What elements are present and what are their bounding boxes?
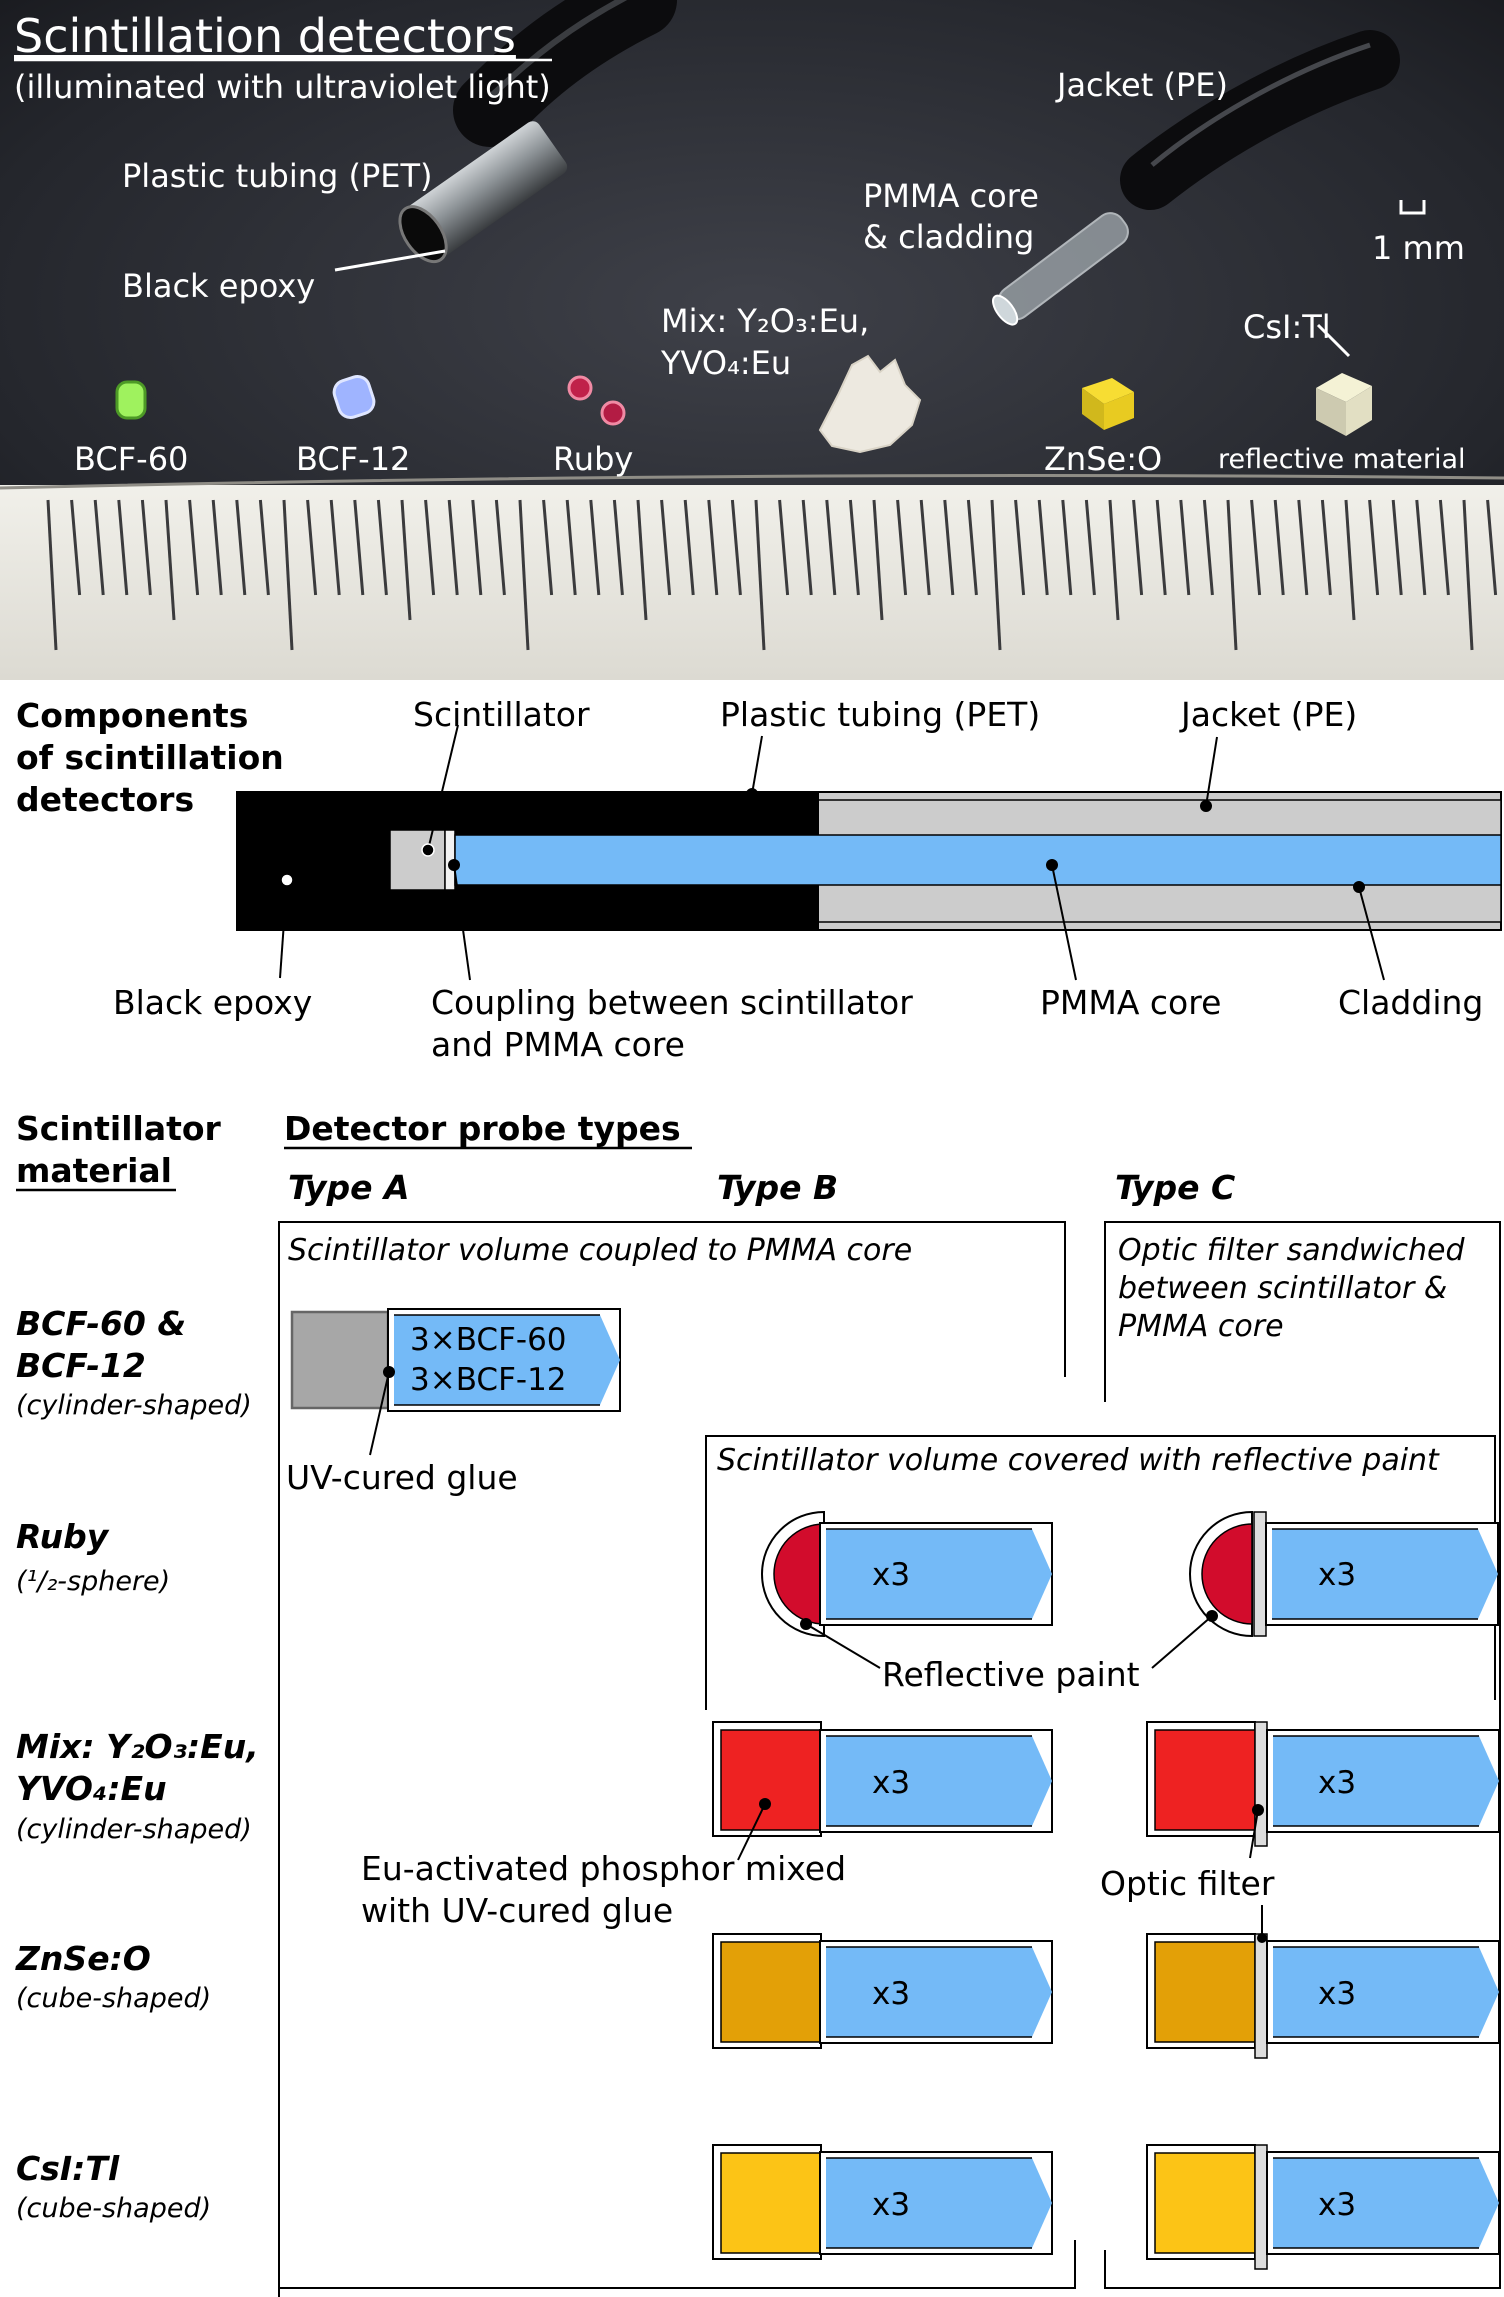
label-coupling-line2: and PMMA core bbox=[431, 1025, 685, 1064]
znse-b-count: x3 bbox=[872, 1976, 910, 2012]
mix-b-count: x3 bbox=[872, 1765, 910, 1801]
bcf60-count: 3×BCF-60 bbox=[410, 1322, 567, 1358]
box-filter-label-line3: PMMA core bbox=[1118, 1309, 1284, 1344]
material-ruby-shape: (¹/₂-sphere) bbox=[16, 1566, 170, 1597]
bcf-scintillator bbox=[292, 1312, 388, 1408]
csi-c-count: x3 bbox=[1318, 2187, 1356, 2223]
znse-c-count: x3 bbox=[1318, 1976, 1356, 2012]
label-scale: 1 mm bbox=[1372, 229, 1465, 267]
label-znse-photo: ZnSe:O bbox=[1044, 440, 1162, 478]
csi-b-count: x3 bbox=[872, 2187, 910, 2223]
label-black-epoxy-photo: Black epoxy bbox=[122, 267, 315, 305]
material-csi-shape: (cube-shaped) bbox=[16, 2193, 211, 2224]
sample-ruby-1 bbox=[569, 377, 591, 399]
material-csi: CsI:Tl bbox=[16, 2149, 120, 2188]
material-header-line1: Scintillator bbox=[16, 1109, 222, 1148]
label-pmma-core-line2: & cladding bbox=[863, 218, 1034, 256]
material-ruby: Ruby bbox=[16, 1517, 110, 1556]
label-reflective-material: reflective material bbox=[1218, 444, 1466, 475]
material-mix-line1: Mix: Y₂O₃:Eu, bbox=[16, 1727, 259, 1766]
photo-subtitle: (illuminated with ultraviolet light) bbox=[14, 68, 551, 106]
label-bcf60-photo: BCF-60 bbox=[74, 440, 188, 478]
photo-title: Scintillation detectors bbox=[14, 9, 516, 63]
box-reflective-label: Scintillator volume covered with reflect… bbox=[717, 1443, 1440, 1478]
label-phosphor-line1: Eu-activated phosphor mixed bbox=[361, 1849, 846, 1888]
material-bcf-line1: BCF-60 & bbox=[16, 1304, 186, 1343]
types-header: Detector probe types bbox=[284, 1109, 681, 1148]
sample-ruby-2 bbox=[602, 402, 624, 424]
label-black-epoxy: Black epoxy bbox=[113, 983, 312, 1022]
label-plastic-tubing: Plastic tubing (PET) bbox=[720, 695, 1040, 734]
label-csi-photo: CsI:Tl bbox=[1243, 308, 1331, 346]
box-filter-label-line2: between scintillator & bbox=[1118, 1271, 1447, 1306]
label-plastic-tubing-photo: Plastic tubing (PET) bbox=[122, 157, 433, 195]
label-scintillator: Scintillator bbox=[413, 695, 590, 734]
ruby-b-count: x3 bbox=[872, 1557, 910, 1593]
label-cladding: Cladding bbox=[1338, 983, 1483, 1022]
label-pmma-core-line1: PMMA core bbox=[863, 177, 1039, 215]
material-znse-shape: (cube-shaped) bbox=[16, 1983, 211, 2014]
label-jacket-photo: Jacket (PE) bbox=[1055, 66, 1228, 104]
label-jacket: Jacket (PE) bbox=[1179, 695, 1357, 734]
type-c-header: Type C bbox=[1115, 1168, 1235, 1207]
bcf12-count: 3×BCF-12 bbox=[410, 1362, 567, 1398]
label-pmma-core: PMMA core bbox=[1040, 983, 1221, 1022]
type-b-header: Type B bbox=[717, 1168, 838, 1207]
diagram-panel: Components of scintillation detectors Sc… bbox=[0, 680, 1504, 2297]
box-coupled-label: Scintillator volume coupled to PMMA core bbox=[288, 1233, 912, 1268]
label-bcf12-photo: BCF-12 bbox=[296, 440, 410, 478]
sample-bcf60 bbox=[117, 382, 145, 418]
material-bcf-line2: BCF-12 bbox=[16, 1346, 146, 1385]
mix-c-count: x3 bbox=[1318, 1765, 1356, 1801]
material-bcf-shape: (cylinder-shaped) bbox=[16, 1390, 252, 1421]
material-mix-shape: (cylinder-shaped) bbox=[16, 1814, 252, 1845]
label-mix-line1-photo: Mix: Y₂O₃:Eu, bbox=[661, 302, 869, 340]
label-phosphor-line2: with UV-cured glue bbox=[361, 1891, 673, 1930]
box-filter-label-line1: Optic filter sandwiched bbox=[1118, 1233, 1465, 1268]
scintillator-element bbox=[390, 830, 445, 890]
material-znse: ZnSe:O bbox=[15, 1939, 151, 1978]
photo-panel: Scintillation detectors (illuminated wit… bbox=[0, 0, 1504, 680]
label-mix-line2-photo: YVO₄:Eu bbox=[660, 344, 791, 382]
label-optic-filter: Optic filter bbox=[1100, 1864, 1275, 1903]
components-title-line2: of scintillation bbox=[16, 738, 284, 777]
ruby-c-count: x3 bbox=[1318, 1557, 1356, 1593]
pmma-core-element bbox=[455, 835, 1501, 885]
label-ruby-photo: Ruby bbox=[553, 440, 633, 478]
material-mix-line2: YVO₄:Eu bbox=[16, 1769, 167, 1808]
label-uv-glue: UV-cured glue bbox=[286, 1458, 518, 1497]
material-header-line2: material bbox=[16, 1151, 172, 1190]
ruler bbox=[0, 485, 1504, 680]
components-title-line3: detectors bbox=[16, 780, 194, 819]
components-title-line1: Components bbox=[16, 696, 248, 735]
label-reflective-paint: Reflective paint bbox=[882, 1655, 1140, 1694]
detector-cross-section bbox=[237, 792, 1501, 930]
label-coupling-line1: Coupling between scintillator bbox=[431, 983, 913, 1022]
type-a-header: Type A bbox=[288, 1168, 410, 1207]
